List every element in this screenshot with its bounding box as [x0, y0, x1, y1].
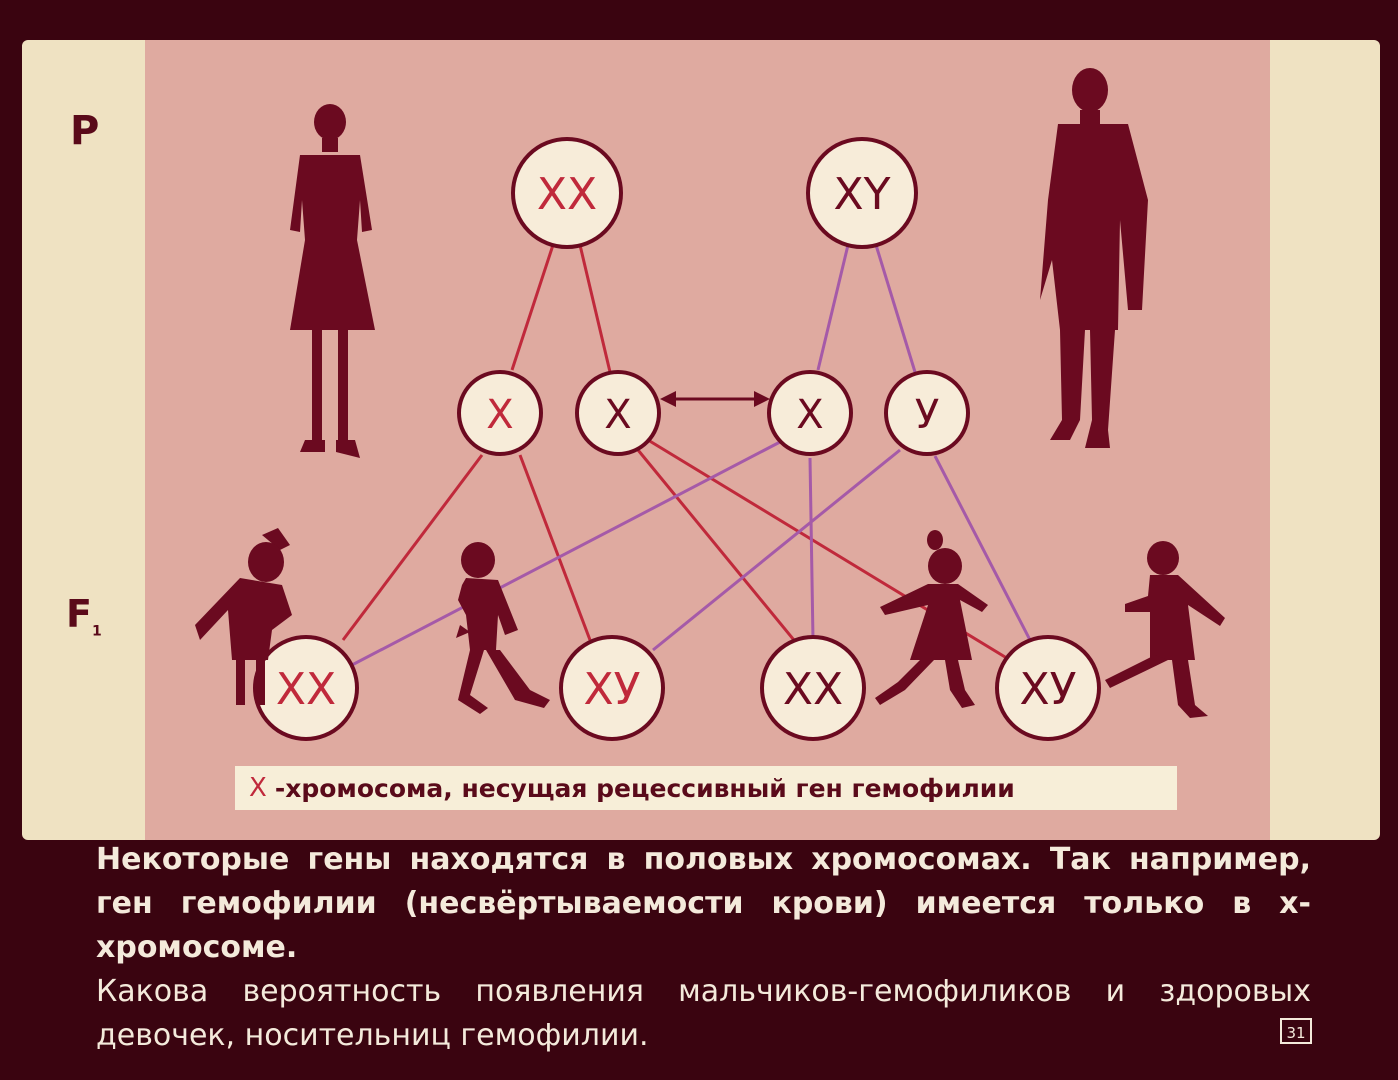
crossing-arrow — [660, 391, 770, 407]
legend-text: -хромосома, несущая рецессивный ген гемо… — [274, 773, 1015, 803]
silhouettes — [195, 68, 1225, 718]
caption-question: Какова вероятность появления мальчиков-г… — [96, 974, 1311, 1053]
gamete-1: X — [486, 392, 513, 438]
gamete-2: X — [604, 392, 631, 438]
offspring-4: XУ — [1020, 664, 1077, 715]
legend: X -хромосома, несущая рецессивный ген ге… — [235, 766, 1177, 810]
parents-label: P — [70, 108, 100, 154]
offspring-2: XУ — [584, 664, 641, 715]
boy-silhouette-2 — [1105, 541, 1225, 718]
man-silhouette — [1040, 68, 1148, 448]
offspring-label: F1 — [66, 592, 102, 640]
chromosome-labels: XX XY X X X У XX XУ XX XУ — [276, 169, 1077, 715]
chromosome-circles — [253, 137, 1101, 741]
woman-silhouette — [290, 104, 375, 458]
gamete-4: У — [915, 392, 939, 438]
gamete-3: X — [796, 392, 823, 438]
caption: Некоторые гены находятся в половых хромо… — [96, 838, 1311, 1058]
girl-silhouette-1 — [195, 528, 292, 705]
slide-number: 31 — [1280, 1018, 1312, 1044]
caption-statement: Некоторые гены находятся в половых хромо… — [96, 842, 1311, 965]
girl-silhouette-2 — [875, 530, 988, 708]
legend-symbol: X — [249, 773, 267, 803]
mother-genotype: XX — [537, 169, 597, 220]
boy-silhouette-1 — [456, 542, 550, 714]
father-lines — [351, 244, 1032, 667]
offspring-1: XX — [276, 664, 336, 715]
offspring-3: XX — [783, 664, 843, 715]
father-genotype: XY — [833, 169, 890, 220]
